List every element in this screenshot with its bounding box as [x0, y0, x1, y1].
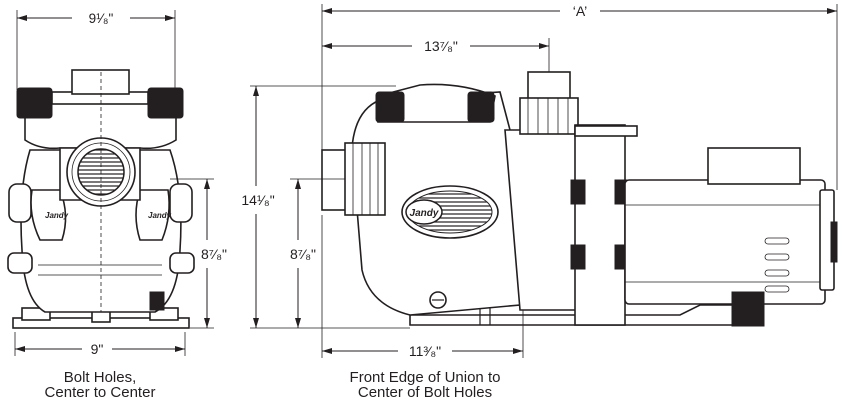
- side-motor: [624, 179, 826, 305]
- front-caption-line1: Bolt Holes,: [63, 369, 137, 386]
- front-caption-line2: Center to Center: [44, 384, 156, 401]
- bolt-width-label: 9": [91, 341, 104, 357]
- union-to-bolt-dimension: 11³⁄₈": [321, 215, 524, 359]
- side-height-dimension: 8⁷⁄₈": [290, 178, 345, 328]
- port-distance-label: 13⁷⁄₈": [424, 38, 458, 54]
- overall-length-dimension: ‘A’: [321, 3, 838, 190]
- svg-text:Jandy: Jandy: [45, 211, 69, 220]
- front-height-dimension: 8⁷⁄₈": [170, 178, 227, 329]
- brand-logo-text: Jandy: [410, 208, 439, 219]
- overall-height-dimension: 14¹⁄₈": [241, 85, 410, 329]
- front-view-pump: Jandy Jandy: [7, 69, 195, 329]
- svg-text:Jandy: Jandy: [148, 211, 172, 220]
- front-caption: Bolt Holes, Center to Center: [20, 370, 180, 400]
- side-motor-box: [707, 147, 801, 185]
- front-height-label: 8⁷⁄₈": [201, 246, 227, 262]
- port-distance-dimension: 13⁷⁄₈": [322, 38, 550, 72]
- side-caption-line2: Center of Bolt Holes: [357, 384, 493, 401]
- side-caption-line1: Front Edge of Union to: [349, 369, 501, 386]
- overall-height-label: 14¹⁄₈": [241, 192, 274, 208]
- front-top-port: [71, 69, 130, 95]
- bolt-width-dimension: 9": [14, 332, 186, 357]
- front-width-dimension: 9¹⁄₈": [16, 10, 176, 90]
- side-height-label: 8⁷⁄₈": [290, 246, 316, 262]
- overall-length-label: ‘A’: [573, 3, 588, 19]
- side-caption: Front Edge of Union to Center of Bolt Ho…: [300, 370, 550, 400]
- side-view-pump: Jandy: [321, 71, 838, 327]
- side-top-port: [527, 71, 571, 103]
- side-flange: [574, 124, 626, 326]
- union-to-bolt-label: 11³⁄₈": [409, 343, 441, 359]
- front-width-label: 9¹⁄₈": [89, 11, 114, 26]
